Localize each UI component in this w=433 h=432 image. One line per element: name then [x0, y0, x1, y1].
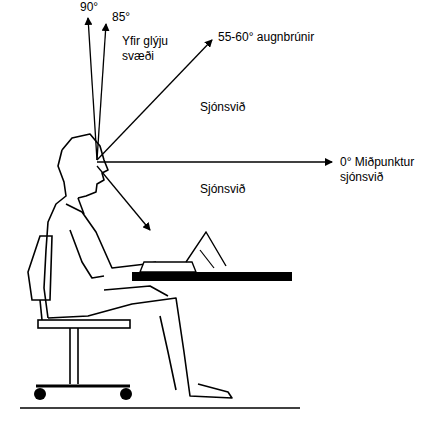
angle-label: 55-60° augnbrúnir: [218, 30, 348, 45]
chair-base: [36, 385, 130, 388]
laptop: [140, 232, 226, 272]
sight-line-85: [97, 24, 106, 160]
chair-wheel: [120, 388, 132, 400]
laptop-screen-edge: [200, 250, 214, 268]
back: [44, 150, 66, 318]
chair-seat: [38, 320, 130, 328]
chair-back-post: [40, 300, 42, 320]
floor-line: [20, 407, 300, 409]
leg-outer: [48, 298, 232, 398]
desk-top: [132, 272, 292, 281]
chair-wheel: [34, 388, 46, 400]
arm: [66, 204, 156, 268]
angle-label: 85°: [112, 10, 152, 25]
head: [62, 134, 108, 198]
laptop-screen: [186, 232, 226, 266]
sight-lines: [88, 18, 332, 230]
sight-line-55: [97, 40, 212, 160]
laptop-base: [140, 262, 196, 272]
shin-back: [160, 316, 176, 390]
chair-post-2: [77, 328, 79, 384]
field-label: Sjónsvið: [200, 100, 280, 115]
chair-back: [28, 236, 52, 300]
sight-line-90: [88, 18, 97, 160]
arm-inner: [70, 230, 104, 278]
center-label: 0° Miðpunktur sjónsvið: [340, 155, 428, 185]
person-figure: [44, 134, 232, 398]
field-label: Sjónsvið: [200, 182, 280, 197]
sight-line-screen: [97, 166, 150, 230]
sight-line-0: [97, 161, 332, 162]
chair-post: [69, 328, 71, 384]
chair: [28, 236, 130, 386]
zone-label: Yfir glýju svæði: [122, 34, 190, 64]
thigh-top: [104, 286, 168, 296]
